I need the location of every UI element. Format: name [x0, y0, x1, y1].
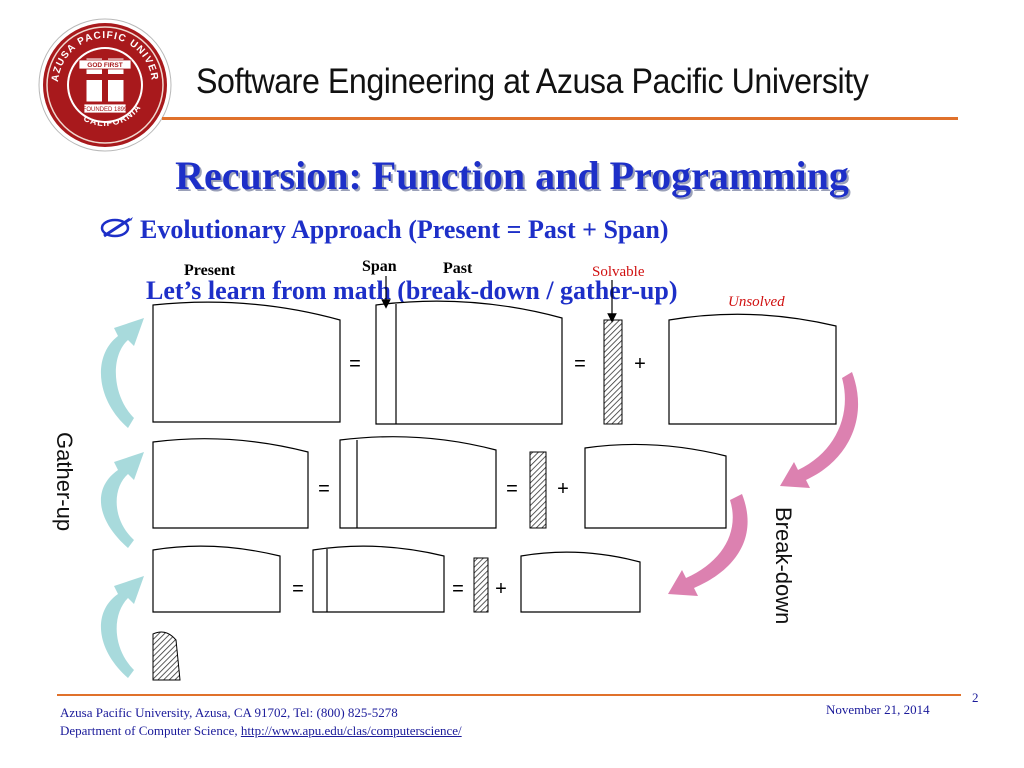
break-down-arrow — [780, 372, 859, 488]
span-label: Span — [362, 258, 397, 275]
row-3 — [152, 545, 641, 613]
break-down-label: Break-down — [771, 507, 796, 624]
solvable-label: Solvable — [592, 264, 645, 280]
university-seal-logo: AZUSA PACIFIC UNIVERSITY CALIFORNIA GOD … — [36, 16, 172, 152]
gather-up-arrow — [100, 576, 144, 678]
solvable-block — [529, 451, 547, 529]
equals-operator: = — [574, 353, 586, 375]
gather-up-label: Gather-up — [52, 432, 77, 531]
row-2 — [152, 436, 727, 529]
gather-up-arrows — [100, 318, 144, 678]
seal-founded-text: FOUNDED 1899 — [83, 107, 128, 113]
bullet-text: Evolutionary Approach (Present = Past + … — [140, 215, 669, 244]
seal-banner-text: GOD FIRST — [87, 62, 122, 69]
equals-operator: = — [349, 353, 361, 375]
unsolved-box — [668, 313, 837, 425]
footer-date: November 21, 2014 — [826, 702, 930, 717]
row-1 — [152, 276, 837, 425]
present-box — [152, 301, 341, 423]
pen-bullet-icon — [100, 215, 140, 245]
equals-operator: = — [452, 578, 464, 600]
break-down-arrows — [668, 372, 859, 596]
gather-up-arrow — [100, 452, 144, 548]
footer-department-text: Department of Computer Science, — [60, 723, 241, 738]
unsolved-label: Unsolved — [728, 294, 785, 310]
equals-operator: = — [506, 478, 518, 500]
present-box — [152, 545, 281, 613]
span-past-box — [375, 300, 563, 425]
bullet-item: Evolutionary Approach (Present = Past + … — [100, 215, 669, 245]
slide-title: Recursion: Function and Programming — [175, 153, 849, 198]
footer-divider — [57, 694, 961, 696]
footer-url-link[interactable]: http://www.apu.edu/clas/computerscience/ — [240, 723, 462, 738]
present-box — [152, 438, 309, 529]
plus-operator: + — [557, 478, 569, 500]
gather-up-arrow — [100, 318, 144, 428]
subheading: Let’s learn from math (break-down / gath… — [146, 276, 678, 305]
past-label: Past — [443, 260, 473, 277]
header-divider — [162, 117, 958, 120]
equals-operator: = — [318, 478, 330, 500]
solvable-block — [603, 319, 623, 425]
footer-department: Department of Computer Science, http://w… — [60, 723, 462, 739]
page-number: 2 — [972, 690, 979, 705]
unsolved-box — [584, 443, 727, 529]
plus-operator: + — [634, 353, 646, 375]
base-case-block — [152, 631, 181, 681]
break-down-arrow — [668, 494, 748, 596]
span-past-box — [312, 545, 445, 613]
equals-operator: = — [292, 578, 304, 600]
solvable-block — [473, 557, 489, 613]
span-past-box — [339, 436, 497, 529]
unsolved-box — [520, 551, 641, 613]
footer-address: Azusa Pacific University, Azusa, CA 9170… — [60, 705, 398, 720]
present-label: Present — [184, 262, 236, 279]
header-title: Software Engineering at Azusa Pacific Un… — [196, 62, 869, 101]
plus-operator: + — [495, 578, 507, 600]
